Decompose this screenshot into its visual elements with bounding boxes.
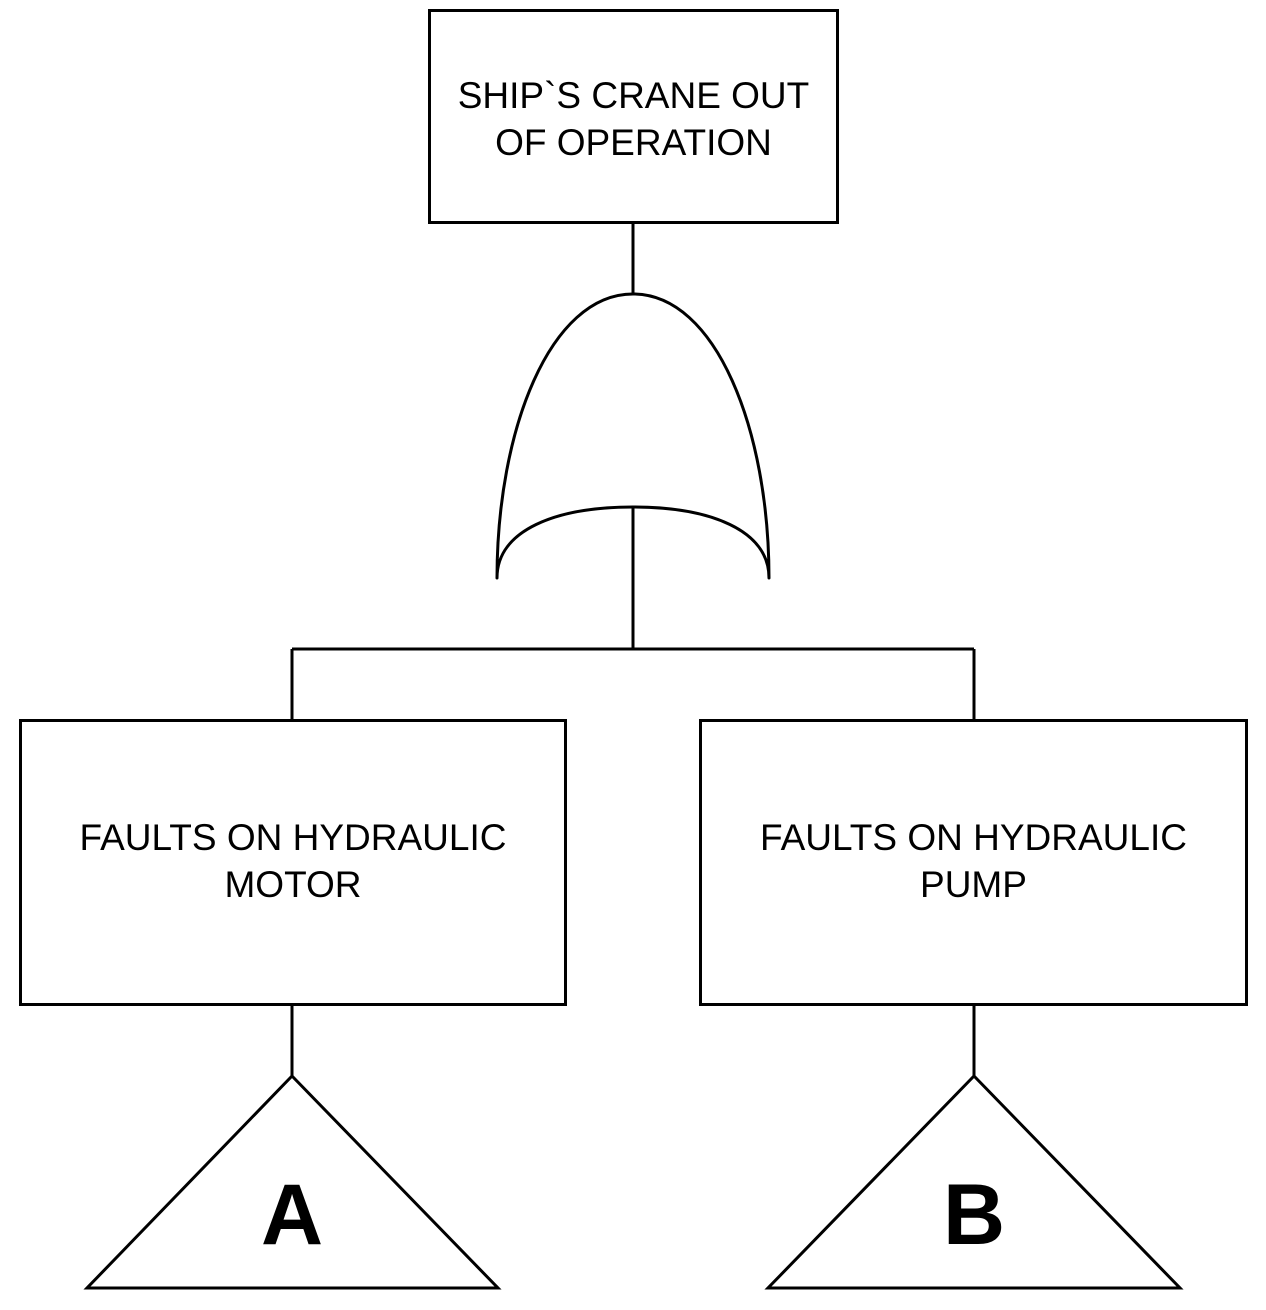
event-label-hydraulic-pump: FAULTS ON HYDRAULIC PUMP (760, 817, 1187, 905)
event-box-hydraulic-motor: FAULTS ON HYDRAULIC MOTOR (19, 719, 567, 1006)
transfer-triangle-b (764, 1073, 1184, 1290)
transfer-label-a: A (261, 1167, 323, 1263)
event-box-hydraulic-pump: FAULTS ON HYDRAULIC PUMP (699, 719, 1248, 1006)
or-gate (495, 292, 771, 580)
transfer-label-b: B (943, 1167, 1005, 1263)
top-event-label: SHIP`S CRANE OUT OF OPERATION (457, 75, 810, 163)
event-label-hydraulic-motor: FAULTS ON HYDRAULIC MOTOR (79, 817, 507, 905)
top-event-box: SHIP`S CRANE OUT OF OPERATION (428, 9, 839, 224)
transfer-triangle-a (83, 1073, 502, 1290)
